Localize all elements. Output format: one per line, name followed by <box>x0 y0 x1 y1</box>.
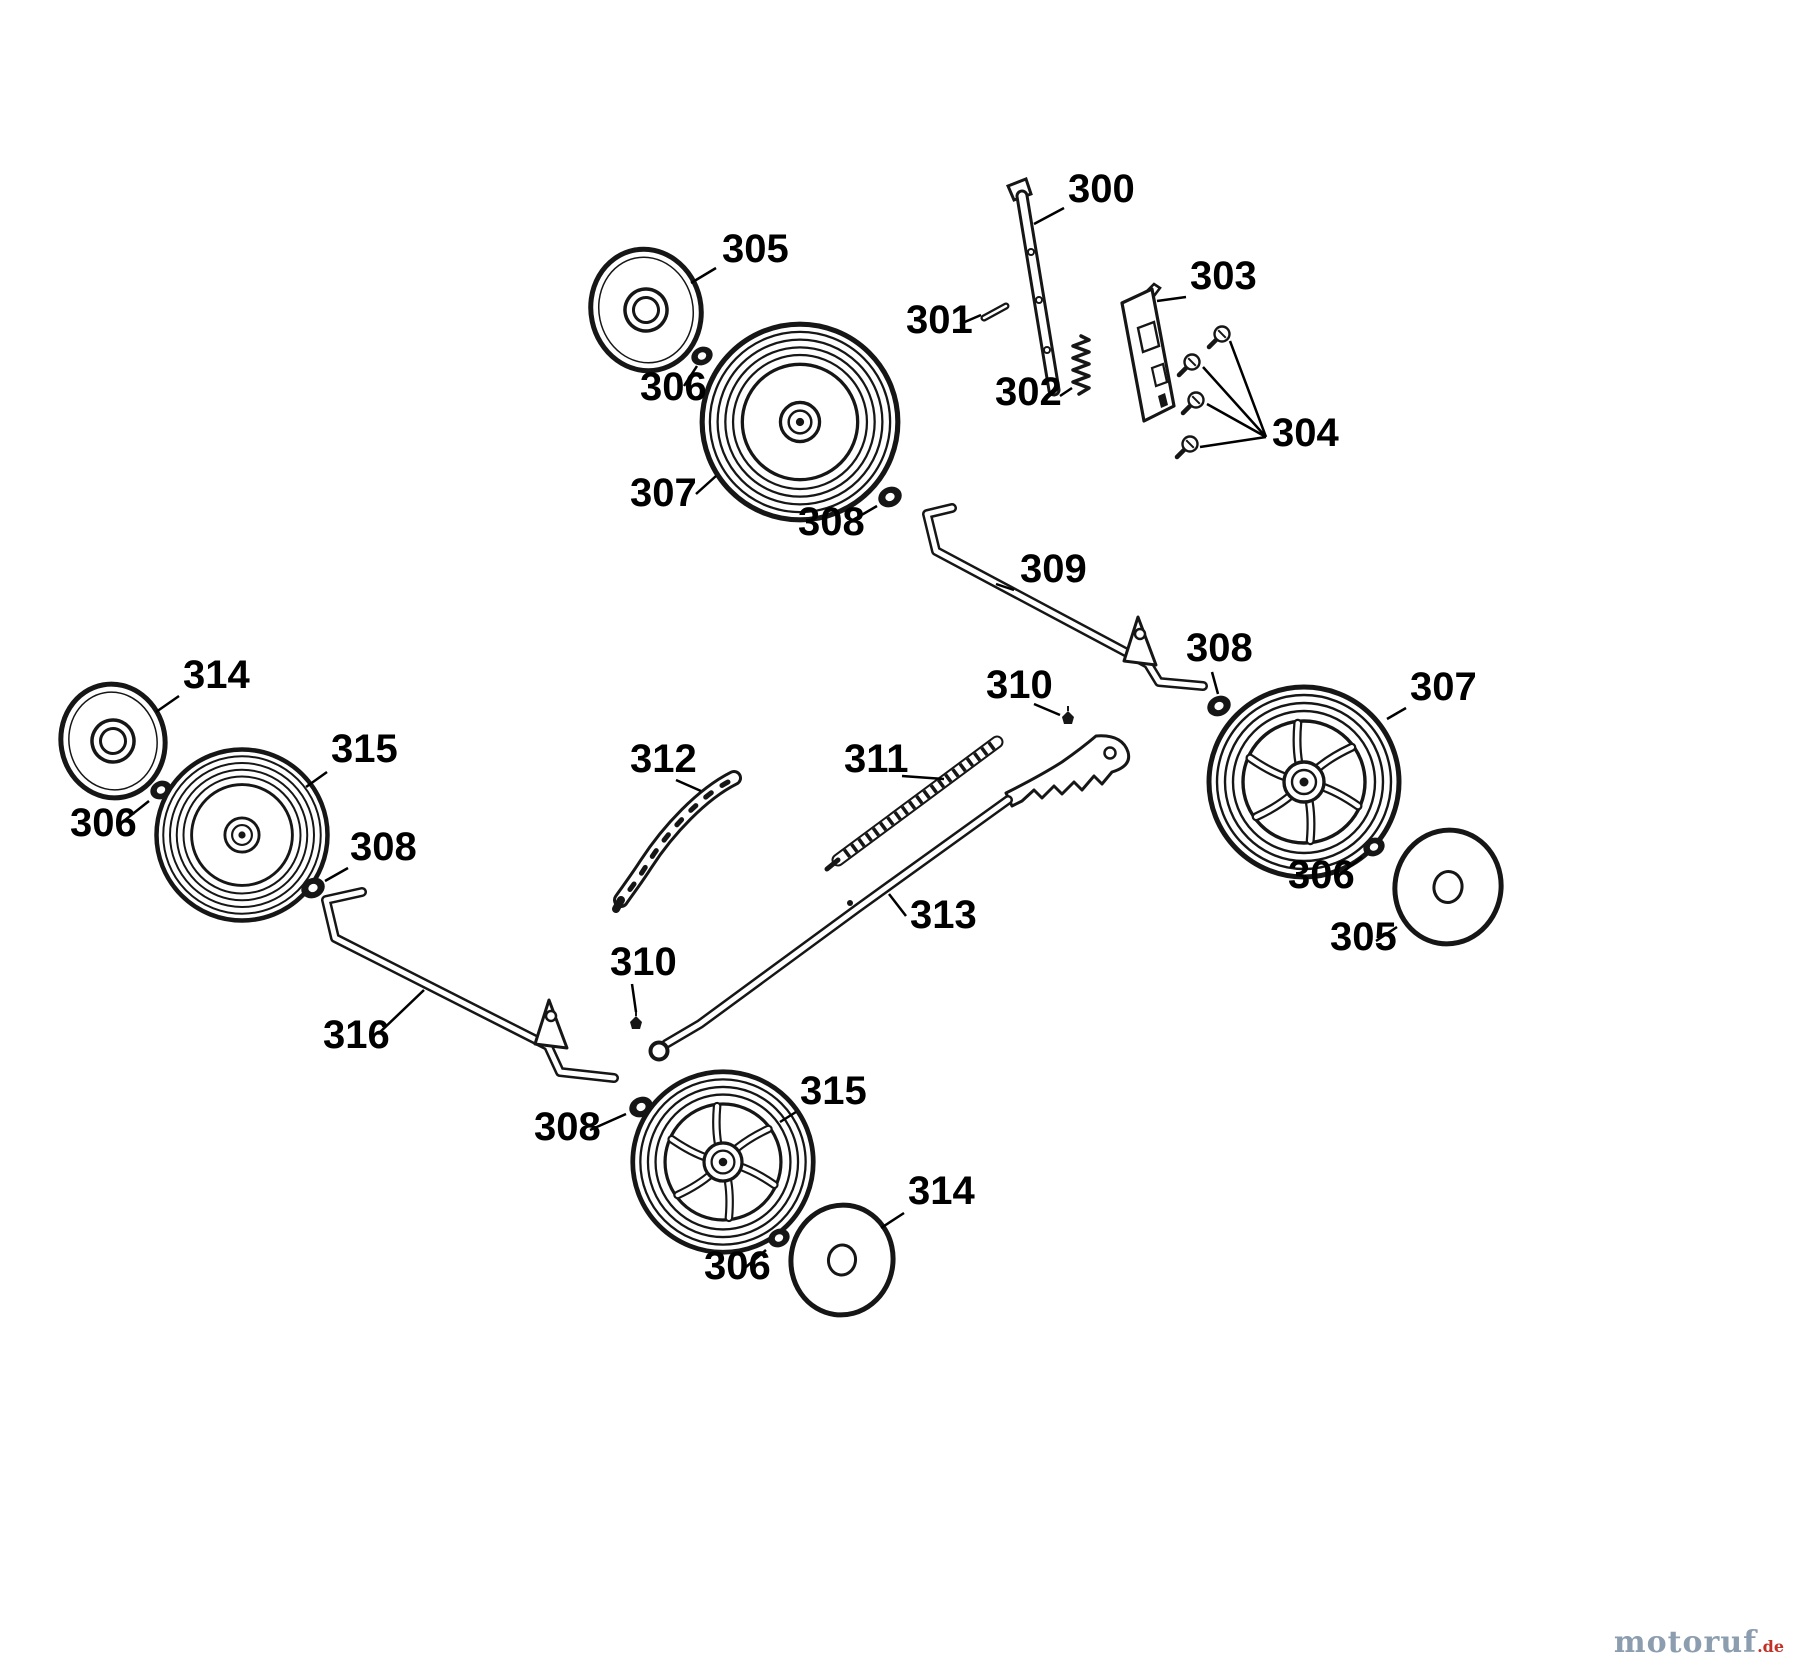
callout-306-front-left: 306 <box>640 365 707 409</box>
pin <box>980 302 1010 322</box>
part-label: 308 <box>534 1105 601 1149</box>
callout-302: 302 <box>995 370 1073 414</box>
screw-3 <box>1183 393 1204 414</box>
hub-cap-front-left <box>588 246 704 374</box>
washer-front <box>874 482 906 512</box>
rear-axle <box>321 887 619 1083</box>
part-label: 306 <box>704 1244 771 1288</box>
hub-cap-rear-right <box>788 1202 896 1318</box>
callout-310-rear: 310 <box>610 940 677 1013</box>
screw-set <box>1177 327 1230 458</box>
part-label: 309 <box>1020 547 1087 591</box>
hub-cap-front-right <box>1392 827 1504 947</box>
callout-316: 316 <box>323 989 425 1057</box>
part-label: 307 <box>630 471 697 515</box>
part-label: 306 <box>1288 853 1355 897</box>
watermark-brand: motoruf <box>1613 1625 1758 1660</box>
part-label: 315 <box>331 727 398 771</box>
washer-front-right <box>1203 691 1235 721</box>
watermark-domain: .de <box>1757 1637 1784 1656</box>
callout-308-front-right: 308 <box>1186 626 1253 695</box>
callout-312: 312 <box>630 737 702 793</box>
part-label: 300 <box>1068 167 1135 211</box>
wheel-rear-right <box>633 1072 814 1253</box>
callout-305-front-left: 305 <box>690 227 789 285</box>
part-label: 307 <box>1410 665 1477 709</box>
part-label: 304 <box>1272 411 1339 455</box>
part-label: 308 <box>798 500 865 544</box>
wheel-rear-left <box>157 750 328 921</box>
part-label: 316 <box>323 1013 390 1057</box>
part-label: 314 <box>183 653 250 697</box>
part-label: 301 <box>906 298 973 342</box>
mounting-plate <box>1120 282 1176 423</box>
callout-310-front: 310 <box>986 663 1061 717</box>
callout-304: 304 <box>1199 340 1339 455</box>
callout-315-rear-right: 315 <box>779 1069 867 1124</box>
screw-4 <box>1177 437 1198 458</box>
part-label: 310 <box>986 663 1053 707</box>
handle-bracket <box>1006 177 1061 397</box>
callout-315-rear-left: 315 <box>305 727 398 789</box>
hub-cap-rear-left <box>58 681 168 801</box>
part-label: 308 <box>1186 626 1253 670</box>
callout-308-front: 308 <box>798 500 878 544</box>
spring <box>1071 334 1091 396</box>
callout-311: 311 <box>844 737 945 781</box>
callout-309: 309 <box>995 547 1087 592</box>
callouts: 305 306 307 300 301 302 303 <box>70 167 1477 1288</box>
part-label: 314 <box>908 1169 975 1213</box>
callout-300: 300 <box>1033 167 1135 226</box>
part-label: 306 <box>70 801 137 845</box>
callout-306-rear-right: 306 <box>704 1244 771 1288</box>
callout-306-front-right: 306 <box>1288 853 1363 897</box>
callout-305-front-right: 305 <box>1330 915 1398 959</box>
clip-front <box>1061 705 1075 725</box>
part-label: 303 <box>1190 254 1257 298</box>
clip-rear <box>629 1010 643 1030</box>
callout-308-rear: 308 <box>534 1105 627 1149</box>
callout-303: 303 <box>1156 254 1257 303</box>
part-label: 305 <box>1330 915 1397 959</box>
part-label: 308 <box>350 825 417 869</box>
callout-314-rear-right: 314 <box>880 1169 975 1230</box>
watermark-logo[interactable]: motoruf.de <box>1614 1625 1784 1660</box>
part-label: 311 <box>844 737 909 781</box>
part-label: 310 <box>610 940 677 984</box>
callout-308-rear-left: 308 <box>324 825 417 883</box>
part-label: 306 <box>640 365 707 409</box>
callout-313: 313 <box>888 893 977 937</box>
callout-314-rear-left: 314 <box>155 653 250 714</box>
callout-301: 301 <box>906 298 982 342</box>
adjuster-rack <box>612 770 742 913</box>
callout-307-front-right: 307 <box>1386 665 1477 721</box>
screw-1 <box>1209 327 1230 348</box>
callout-307-front-left: 307 <box>630 471 717 515</box>
part-label: 302 <box>995 370 1062 414</box>
callout-306-rear-left: 306 <box>70 800 150 845</box>
front-axle <box>922 503 1208 691</box>
part-label: 315 <box>800 1069 867 1113</box>
part-label: 312 <box>630 737 697 781</box>
part-label: 305 <box>722 227 789 271</box>
part-label: 313 <box>910 893 977 937</box>
adjuster-lever <box>648 734 1131 1062</box>
threaded-rod <box>824 735 1004 872</box>
wheel-front-left <box>702 324 898 520</box>
screw-2 <box>1179 355 1200 376</box>
